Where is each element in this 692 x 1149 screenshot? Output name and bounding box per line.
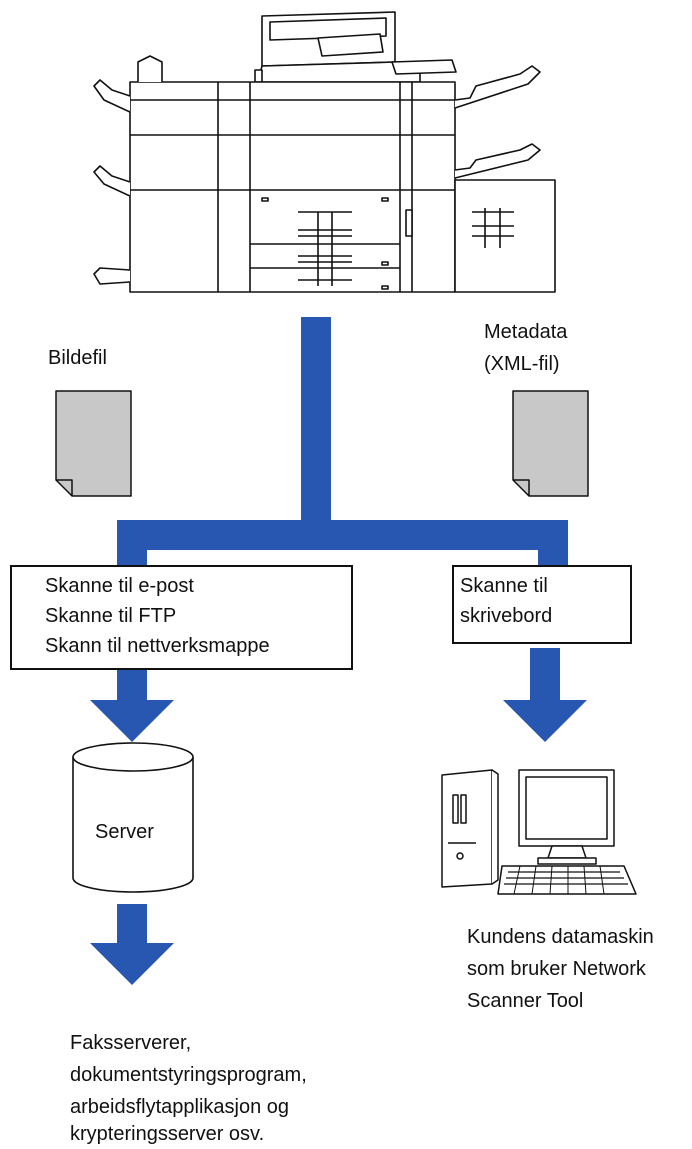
arrow-down-icon (90, 667, 174, 742)
flow-connector (117, 317, 568, 568)
box-line: Skanne til e-post (45, 575, 194, 597)
arrow-down-icon (90, 904, 174, 985)
arrow-down-icon (503, 648, 587, 742)
scan-to-server-box: Skanne til e-post Skanne til FTP Skann t… (10, 565, 353, 670)
server-cylinder-icon (72, 742, 194, 893)
box-line: skrivebord (460, 605, 553, 627)
client-caption-line: Scanner Tool (467, 990, 584, 1012)
destinations-caption-line: krypteringsserver osv. (70, 1123, 265, 1145)
metadata-label: Metadata (484, 321, 568, 343)
server-label: Server (95, 821, 154, 843)
box-line: Skann til nettverksmappe (45, 635, 270, 657)
client-caption-line: som bruker Network (467, 958, 646, 980)
destinations-caption-line: Faksserverer, (70, 1032, 192, 1054)
desktop-computer-icon (441, 769, 637, 895)
box-line: Skanne til FTP (45, 605, 177, 627)
destinations-caption-line: dokumentstyringsprogram, (70, 1064, 307, 1086)
metadata-format-label: (XML-fil) (484, 353, 560, 375)
client-caption-line: Kundens datamaskin (467, 926, 654, 948)
box-line: Skanne til (460, 575, 548, 597)
document-icon (55, 390, 132, 497)
image-file-label: Bildefil (48, 347, 107, 369)
destinations-caption-line: arbeidsflytapplikasjon og (70, 1096, 290, 1118)
document-icon (512, 390, 589, 497)
mfp-printer-icon (93, 11, 556, 293)
scan-to-desktop-box: Skanne til skrivebord (452, 565, 632, 644)
